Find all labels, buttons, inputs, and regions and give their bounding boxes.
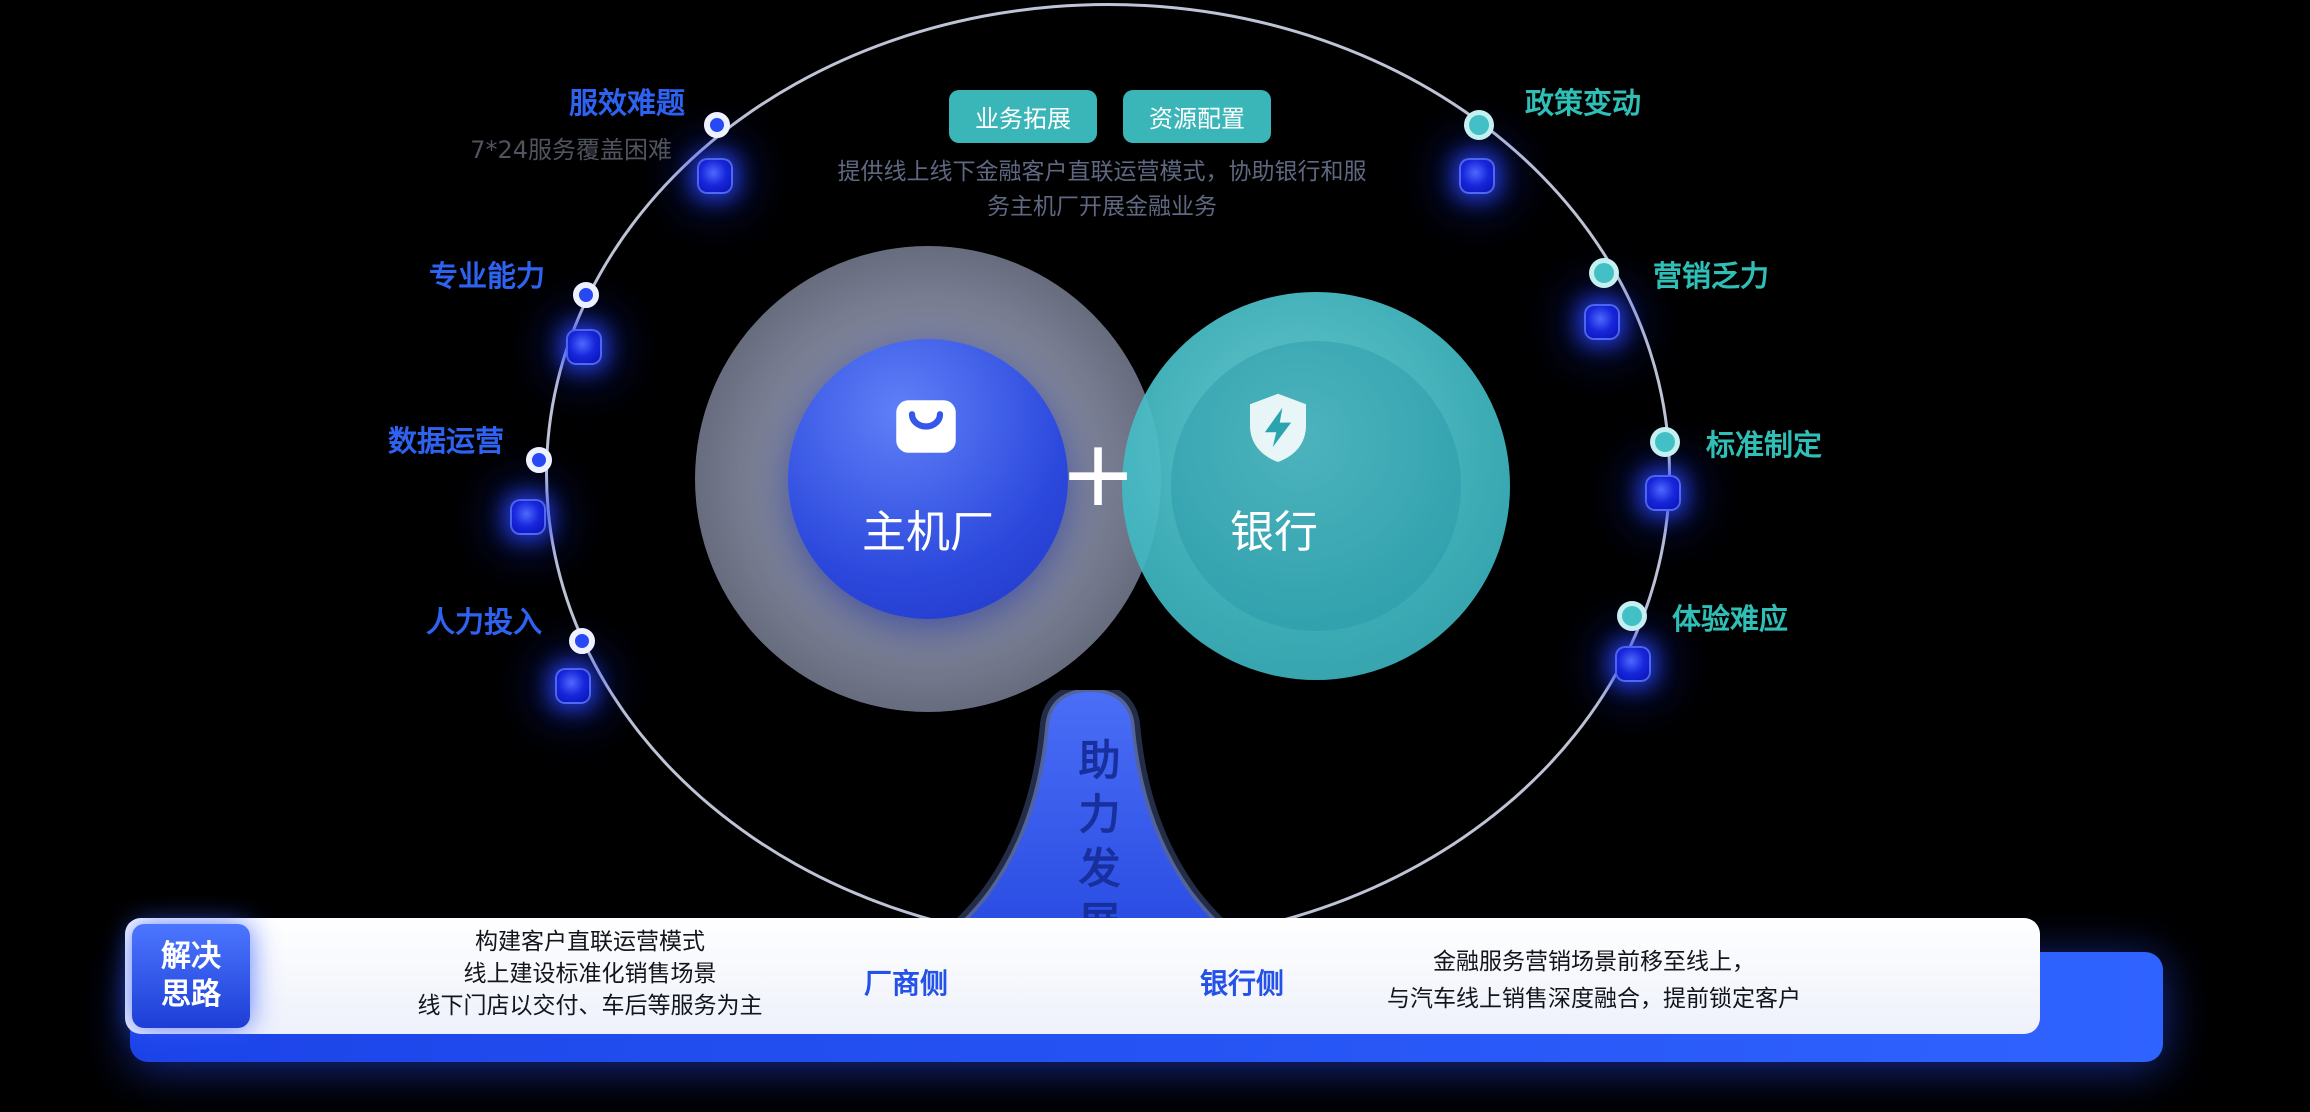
glow-dot — [555, 668, 591, 704]
resource-allocation-badge: 资源配置 — [1123, 90, 1271, 143]
orbit-dot — [1650, 427, 1680, 457]
bank-circle-label: 银行 — [1230, 507, 1318, 558]
pain-point-label: 服效难题 — [568, 86, 685, 120]
pain-point-label: 体验难应 — [1672, 602, 1789, 636]
pain-point-label: 标准制定 — [1706, 428, 1823, 462]
solution-badge-line: 解决 — [161, 939, 221, 974]
solution-badge: 解决 思路 — [132, 924, 250, 1028]
manufacturer-text-line: 线上建设标准化销售场景 — [463, 961, 717, 987]
bank-text: 金融服务营销场景前移至线上， 与汽车线上销售深度融合，提前锁定客户 — [1314, 944, 1874, 1018]
oem-circle-label: 主机厂 — [862, 507, 994, 558]
pain-point-label: 数据运营 — [387, 424, 504, 458]
intro-line: 提供线上线下金融客户直联运营模式，协助银行和服 — [837, 159, 1367, 185]
orbit-dot — [526, 447, 552, 473]
solution-bar — [125, 918, 2040, 1034]
glow-dot — [1645, 475, 1681, 511]
top-badges: 业务拓展 资源配置 — [880, 90, 1340, 143]
bank-text-line: 与汽车线上销售深度融合，提前锁定客户 — [1387, 986, 1801, 1012]
shopping-bag-icon — [884, 381, 968, 465]
intro-description: 提供线上线下金融客户直联运营模式，协助银行和服 务主机厂开展金融业务 — [702, 155, 1502, 225]
glow-dot — [510, 499, 546, 535]
oem-circle — [788, 339, 1068, 619]
manufacturer-text-line: 构建客户直联运营模式 — [475, 929, 705, 955]
intro-line: 务主机厂开展金融业务 — [987, 194, 1217, 220]
orbit-dot — [1589, 258, 1619, 288]
glow-dot — [1615, 646, 1651, 682]
bank-inner-circle — [1171, 341, 1461, 631]
glow-dot — [566, 329, 602, 365]
pain-point-label: 人力投入 — [425, 605, 542, 639]
glow-dot — [697, 158, 733, 194]
solution-badge-line: 思路 — [161, 977, 221, 1012]
glow-dot — [1459, 158, 1495, 194]
pain-point-label: 营销乏力 — [1653, 259, 1770, 293]
pain-point-label: 政策变动 — [1525, 86, 1642, 120]
orbit-dot — [573, 282, 599, 308]
glow-dot — [1584, 304, 1620, 340]
orbit-dot — [1464, 110, 1494, 140]
manufacturer-side-label: 厂商侧 — [864, 967, 949, 1000]
bank-circle — [1122, 292, 1510, 680]
bank-side-label: 银行侧 — [1200, 967, 1285, 1000]
pain-point-label: 专业能力 — [428, 259, 545, 293]
plus-sign: + — [1059, 420, 1137, 527]
manufacturer-text-line: 线下门店以交付、车后等服务为主 — [417, 993, 763, 1019]
business-expansion-badge: 业务拓展 — [949, 90, 1097, 143]
orbit-dot — [569, 628, 595, 654]
bank-text-line: 金融服务营销场景前移至线上， — [1433, 949, 1755, 975]
shield-bolt-icon — [1236, 385, 1320, 469]
manufacturer-text: 构建客户直联运营模式 线上建设标准化销售场景 线下门店以交付、车后等服务为主 — [310, 926, 870, 1022]
orbit-dot — [704, 112, 730, 138]
pain-point-subtitle: 7*24服务覆盖困难 — [470, 136, 672, 164]
orbit-dot — [1617, 601, 1647, 631]
